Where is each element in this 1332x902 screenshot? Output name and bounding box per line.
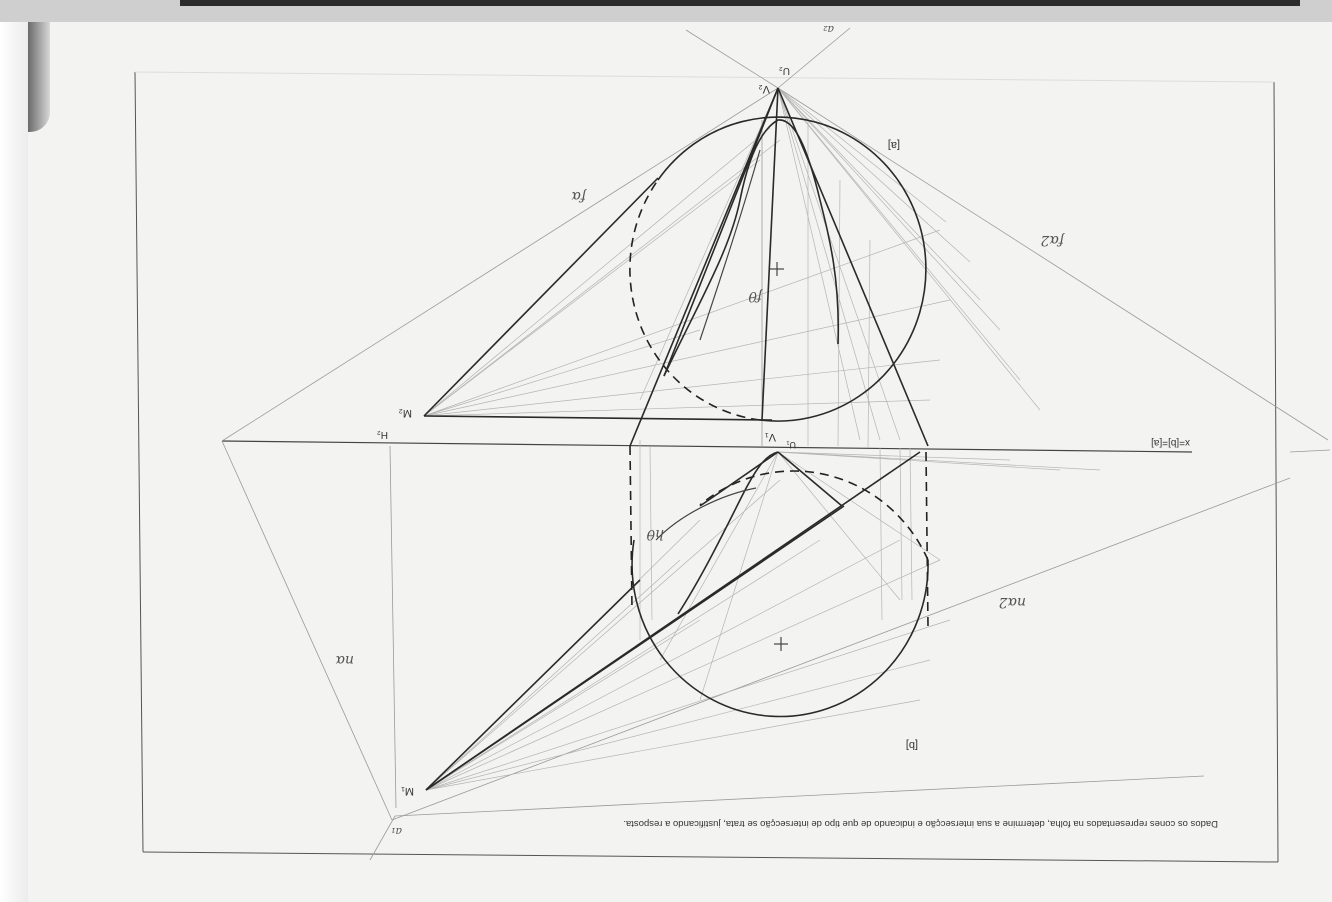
sheet-frame: [134, 71, 1279, 863]
label-na2: nα2: [999, 594, 1026, 610]
corner-shadow: [28, 22, 50, 132]
label-u2: U₂: [779, 65, 790, 76]
instruction-text: Dados os cones representados na folha, d…: [623, 818, 1218, 829]
label-h2: H₂: [377, 429, 388, 440]
construction-lines: [221, 27, 1331, 861]
label-trace-b: [b]: [906, 739, 918, 751]
label-na: nα: [335, 652, 354, 668]
label-fa: fα: [571, 188, 587, 204]
lower-cone-base: [629, 445, 929, 718]
label-a2: a₂: [823, 23, 834, 36]
label-m2: M₂: [399, 407, 412, 419]
upper-cone-contours: [423, 87, 929, 447]
label-v1: V₁: [765, 431, 776, 443]
upper-cone-base: [629, 116, 927, 422]
label-a1: a₁: [391, 825, 402, 838]
label-f-theta: fθ: [748, 288, 763, 304]
x-axis-line: [221, 440, 1193, 453]
label-axis: x=[b]=[a]: [1151, 437, 1190, 448]
label-m1: M₁: [401, 785, 414, 797]
label-u1: U₁: [786, 440, 796, 450]
label-fa2: fα2: [1040, 232, 1065, 248]
top-dark-edge: [180, 0, 1300, 6]
label-v2: V₂: [758, 83, 770, 95]
lower-cone-contours: [425, 451, 921, 791]
left-page-shadow: [0, 22, 28, 902]
label-h-theta: hθ: [646, 526, 664, 542]
label-trace-a: [a]: [888, 139, 900, 151]
